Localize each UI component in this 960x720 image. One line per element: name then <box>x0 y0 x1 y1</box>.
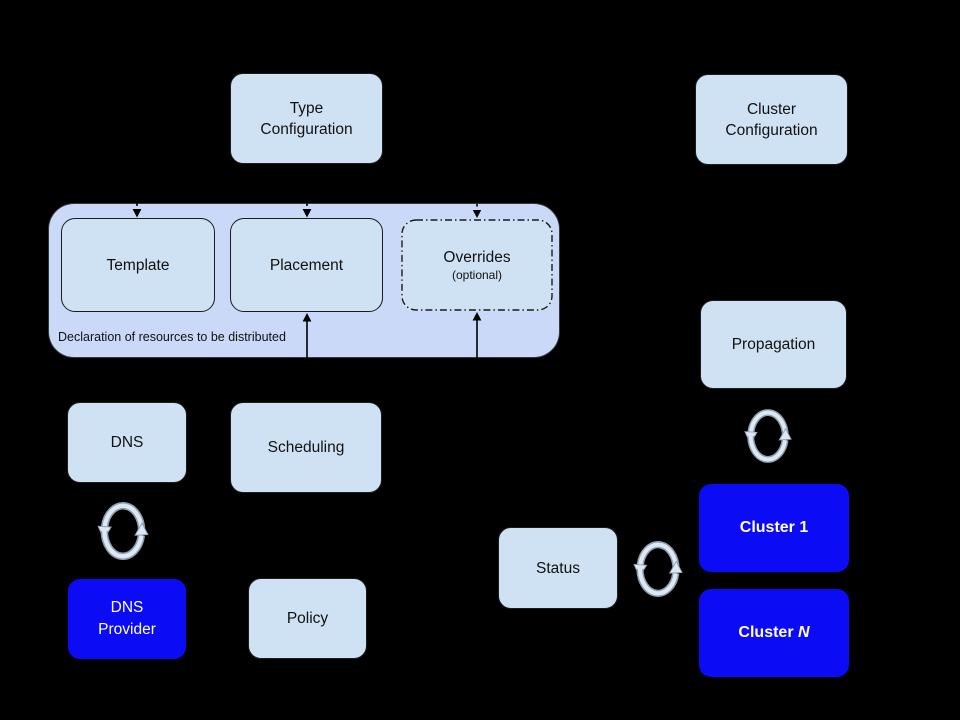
overrides-sublabel: (optional) <box>451 267 503 282</box>
cluster-1-label: Cluster 1 <box>739 519 809 536</box>
cluster-n-label: Cluster N <box>738 624 810 641</box>
cluster-n-italic: N <box>798 624 810 641</box>
policy-label: Policy <box>286 610 329 627</box>
node-policy: Policy <box>248 578 367 659</box>
dns-label: DNS <box>110 434 144 451</box>
node-cluster-configuration: Cluster Configuration <box>695 74 848 165</box>
placement-label: Placement <box>269 256 344 274</box>
node-placement: Placement <box>230 218 383 312</box>
node-propagation: Propagation <box>700 300 847 389</box>
dash-dot-border <box>401 219 553 311</box>
node-dns: DNS <box>67 402 187 483</box>
node-template: Template <box>61 218 215 312</box>
node-overrides: Overrides (optional) <box>401 219 553 311</box>
propagation-label: Propagation <box>731 336 816 353</box>
dns-provider-label: DNS Provider <box>98 599 156 638</box>
node-cluster-n: Cluster N <box>698 588 850 678</box>
type-configuration-label: Type Configuration <box>260 99 353 138</box>
node-type-configuration: Type Configuration <box>230 73 383 164</box>
declaration-caption: Declaration of resources to be distribut… <box>58 330 286 344</box>
dns-sync-icon <box>97 502 149 560</box>
status-label: Status <box>536 559 580 577</box>
node-cluster-1: Cluster 1 <box>698 483 850 573</box>
overrides-label: Overrides <box>443 248 511 266</box>
scheduling-label: Scheduling <box>267 439 345 456</box>
template-label: Template <box>106 256 170 274</box>
node-scheduling: Scheduling <box>230 402 382 493</box>
status-sync-icon <box>633 541 683 597</box>
cluster-configuration-label: Cluster Configuration <box>725 100 818 139</box>
propagation-sync-icon <box>744 409 792 463</box>
node-dns-provider: DNS Provider <box>67 578 187 660</box>
node-status: Status <box>498 527 618 609</box>
